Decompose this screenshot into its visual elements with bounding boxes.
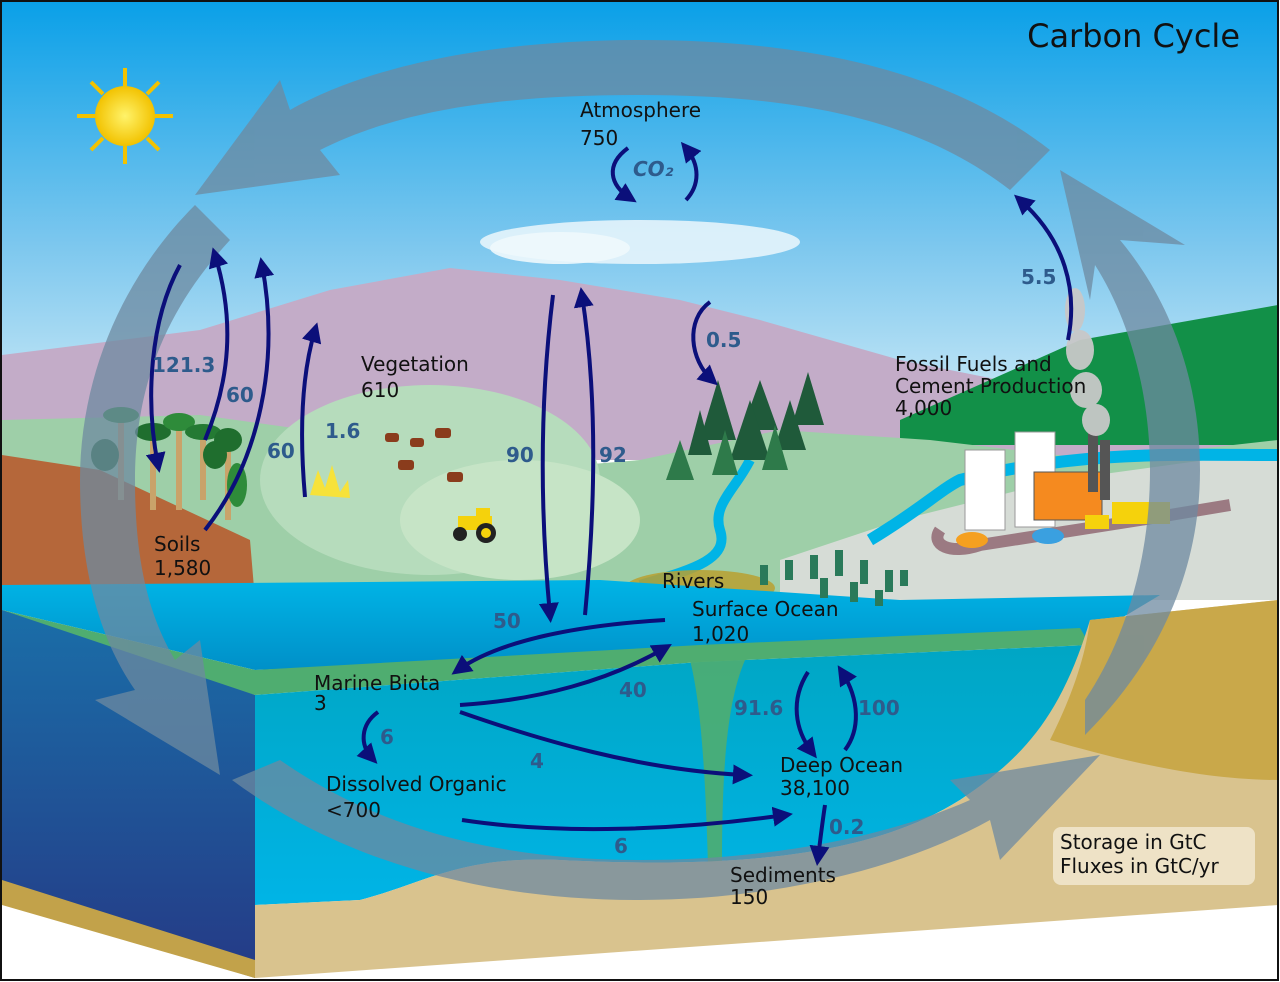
vegetation-label: Vegetation	[361, 352, 469, 376]
plantation-trees	[760, 550, 908, 606]
vehicles	[956, 502, 1170, 548]
flux-ocean-up: 92	[599, 443, 627, 467]
flux-fossil-emission: 5.5	[1021, 265, 1056, 289]
soils-value: 1,580	[154, 556, 211, 580]
surface-ocean	[2, 580, 1160, 670]
sediment-side	[2, 880, 255, 978]
sediments-value: 150	[730, 885, 768, 909]
flux-surface-to-biota: 50	[493, 609, 521, 633]
global-cycle-arrows	[80, 40, 1200, 900]
flux-soil-respiration: 60	[267, 439, 295, 463]
sediments-label: Sediments	[730, 863, 836, 887]
co2-label: CO₂	[633, 157, 674, 181]
downwelling	[690, 660, 745, 865]
flux-arrows	[145, 141, 1074, 866]
legend-fluxes: Fluxes in GtC/yr	[1060, 854, 1220, 878]
sun-icon	[77, 68, 173, 164]
fire-icon	[310, 465, 350, 498]
shore-slope	[1050, 600, 1278, 780]
marine-biota-value: 3	[314, 691, 327, 715]
buildings	[964, 431, 1110, 531]
surface-ocean-value: 1,020	[692, 622, 749, 646]
atmosphere-label: Atmosphere	[580, 98, 701, 122]
flux-forest: 0.5	[706, 328, 741, 352]
flux-deep-up: 100	[858, 696, 900, 720]
fossil-label-line2: Cement Production	[895, 374, 1086, 398]
deep-ocean	[255, 645, 1090, 905]
rivers-label: Rivers	[662, 569, 724, 593]
field	[400, 460, 640, 580]
river-right	[866, 448, 1279, 546]
flux-deep-down: 91.6	[734, 696, 783, 720]
diagram-title: Carbon Cycle	[1027, 17, 1240, 55]
flux-biota-to-deep: 4	[530, 749, 544, 773]
vegetation-value: 610	[361, 378, 399, 402]
conifer-small	[666, 425, 788, 480]
thermocline	[2, 610, 1090, 695]
legend: Storage in GtC Fluxes in GtC/yr	[1053, 827, 1255, 885]
flux-sediment: 0.2	[829, 815, 864, 839]
deep-ocean-value: 38,100	[780, 776, 850, 800]
dissolved-organic-value: <700	[326, 798, 381, 822]
flux-plant-respiration: 60	[226, 383, 254, 407]
tractor-icon	[453, 508, 496, 543]
cloud	[490, 232, 630, 264]
flux-land-uptake: 121.3	[152, 353, 215, 377]
flux-dissolved-to-deep: 6	[614, 834, 628, 858]
conifer-forest	[688, 372, 824, 460]
soils-label: Soils	[154, 532, 200, 556]
surface-ocean-label: Surface Ocean	[692, 597, 839, 621]
marine-biota-label: Marine Biota	[314, 671, 440, 695]
fossil-label-line1: Fossil Fuels and	[895, 352, 1052, 376]
cattle-icons	[385, 428, 463, 482]
flux-land-use: 1.6	[325, 419, 360, 443]
deep-ocean-label: Deep Ocean	[780, 753, 903, 777]
dissolved-organic-label: Dissolved Organic	[326, 772, 507, 796]
flux-ocean-down: 90	[506, 443, 534, 467]
flux-biota-to-dissolved: 6	[380, 725, 394, 749]
atmosphere-value: 750	[580, 126, 618, 150]
legend-storage: Storage in GtC	[1060, 830, 1207, 854]
flux-biota-to-surface: 40	[619, 678, 647, 702]
fossil-value: 4,000	[895, 396, 952, 420]
